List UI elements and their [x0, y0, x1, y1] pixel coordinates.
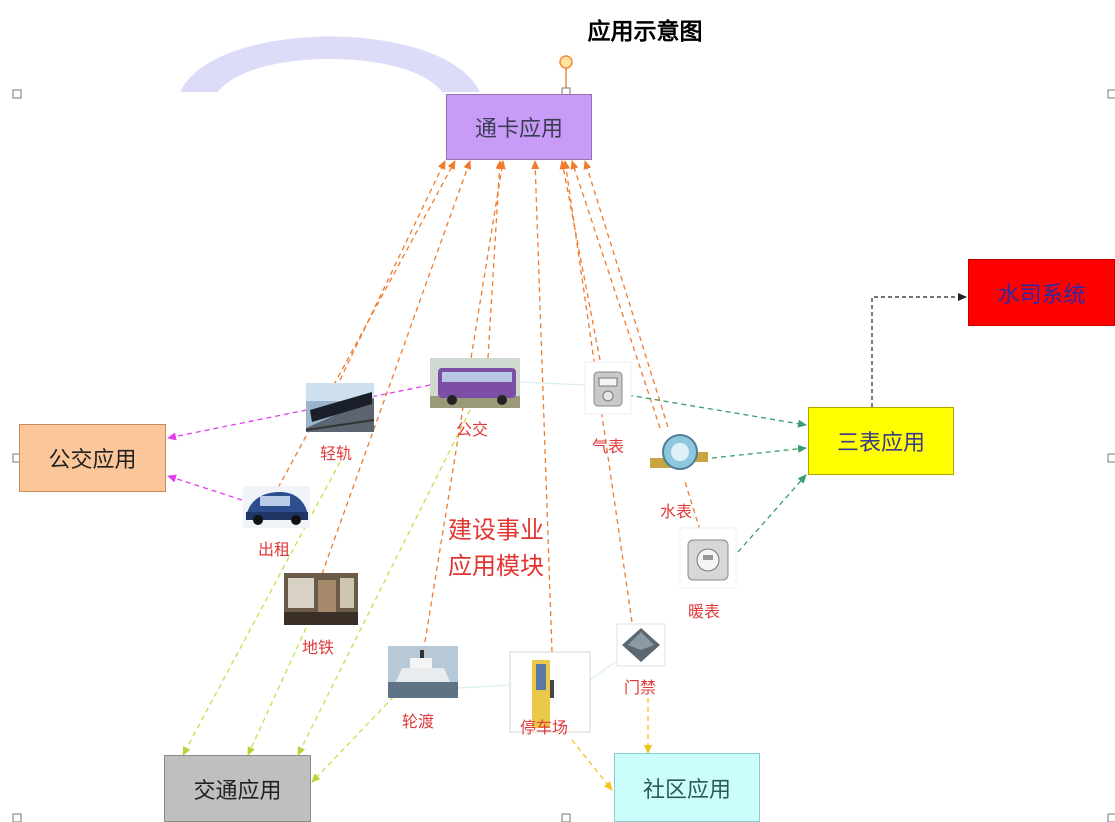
node-card-app-label: 通卡应用 [474, 117, 563, 142]
link-meters-water-co [868, 293, 967, 415]
link-access-card [562, 160, 633, 623]
node-water-co-label: 水司系统 [997, 282, 1086, 308]
node-community-app-label: 社区应用 [642, 777, 731, 803]
selection-handle-tr [1107, 89, 1115, 99]
center-note-line-1: 建设事业 [448, 516, 544, 544]
link-bus-busapp [167, 384, 431, 441]
taxi-image [243, 486, 310, 528]
label-subway: 地铁 [302, 638, 335, 657]
label-gas-meter: 气表 [592, 437, 625, 456]
selection-handle-bl [12, 813, 22, 822]
label-access: 门禁 [624, 678, 657, 697]
center-note-line-2: 应用模块 [448, 552, 544, 580]
link-subway-card [321, 160, 472, 575]
bus-image [430, 358, 520, 408]
label-light-rail: 轻轨 [320, 444, 353, 463]
node-meters-app-label: 三表应用 [836, 431, 925, 456]
selection-handle-br [1107, 813, 1115, 822]
label-parking: 停车场 [520, 718, 569, 737]
link-subway-traffic [247, 627, 307, 756]
link-taxi-card [277, 160, 456, 489]
link-light-rail-traffic [182, 461, 341, 756]
link-ferry-parking [457, 684, 511, 689]
diagram-title: 应用示意图 [587, 19, 703, 45]
node-bus-app-label: 公交应用 [48, 448, 137, 473]
link-parking-access [589, 659, 619, 681]
node-bus-app[interactable]: 公交应用 [19, 424, 166, 492]
link-gas-card [559, 160, 601, 361]
node-traffic-app[interactable]: 交通应用 [164, 755, 311, 822]
selection-handle-tl [12, 89, 22, 99]
link-gas-meters [627, 394, 807, 428]
node-card-app[interactable]: 通卡应用 [446, 94, 592, 160]
selection-handle-mr [1107, 453, 1115, 463]
subway-image [284, 573, 358, 625]
rotate-handle [559, 55, 573, 69]
link-bus-gas [519, 381, 586, 386]
link-bus-card [487, 160, 504, 359]
link-water-meters [711, 444, 807, 459]
heat-meter-image [679, 527, 737, 589]
link-parking-community [571, 739, 613, 791]
label-bus: 公交 [456, 420, 489, 439]
node-water-co[interactable]: 水司系统 [968, 259, 1115, 326]
link-heat-meters [737, 474, 807, 553]
label-water-meter: 水表 [660, 502, 693, 521]
label-taxi: 出租 [258, 540, 291, 559]
label-ferry: 轮渡 [402, 712, 435, 731]
link-taxi-busapp [167, 474, 243, 501]
access-control-image [616, 623, 666, 667]
parking-image [509, 651, 591, 733]
selection-handle-bc [561, 813, 571, 822]
light-rail-image [305, 383, 375, 432]
link-water-card [570, 160, 661, 429]
water-meter-image [648, 428, 710, 482]
link-light-rail-card [339, 160, 446, 381]
background-arc [180, 36, 480, 92]
label-heat-meter: 暖表 [688, 602, 721, 621]
node-traffic-app-label: 交通应用 [193, 778, 282, 804]
center-note: 建设事业 应用模块 [434, 512, 558, 584]
node-community-app[interactable]: 社区应用 [614, 753, 760, 822]
link-ferry-traffic [311, 689, 401, 783]
link-parking-card [531, 160, 553, 653]
node-meters-app[interactable]: 三表应用 [808, 407, 954, 475]
gas-meter-image [584, 361, 632, 415]
ferry-image [388, 646, 458, 698]
link-bus-traffic [297, 409, 471, 756]
